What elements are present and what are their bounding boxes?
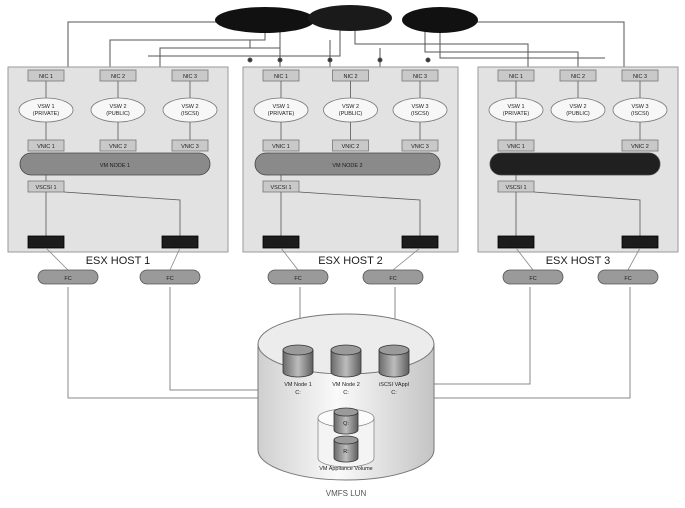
fc-label: FC	[529, 276, 536, 282]
vscsi-label: VSCSI 1	[35, 185, 56, 191]
nic-label: NIC 3	[633, 74, 647, 80]
disk-name: VM Node 2	[332, 382, 360, 388]
vswitch-type: (PUBLIC)	[339, 111, 363, 117]
network-oval-1	[215, 7, 315, 33]
fc-label: FC	[64, 276, 71, 282]
vswitch-ellipse	[163, 98, 217, 122]
host-name: ESX HOST 3	[546, 255, 611, 267]
hba-label: HBA 2	[412, 241, 428, 247]
hba-label: HBA 1	[273, 241, 289, 247]
vnic-label: VNIC 3	[181, 144, 199, 150]
vnic-label: VNIC 1	[272, 144, 290, 150]
nic-label: NIC 2	[571, 74, 585, 80]
nic-label: NIC 2	[343, 74, 357, 80]
vm-node-label: VM NODE 1	[100, 163, 130, 169]
hba-label: HBA 2	[632, 241, 648, 247]
vnic-label: VNIC 1	[37, 144, 55, 150]
fc-label: FC	[294, 276, 301, 282]
vswitch-ellipse	[19, 98, 73, 122]
host-name: ESX HOST 1	[86, 255, 151, 267]
vswitch-name: VSW 2	[342, 104, 359, 110]
vswitch-ellipse	[91, 98, 145, 122]
disk-drive: C:	[343, 390, 349, 396]
vswitch-type: (PRIVATE)	[268, 111, 295, 117]
vm-node-label: VM NODE 2	[332, 163, 362, 169]
vm-node-bar	[490, 153, 660, 175]
fc-label: FC	[166, 276, 173, 282]
volume-disk-2: R:	[334, 436, 358, 462]
vswitch-name: VSW 1	[37, 104, 54, 110]
disk-name: iSCSI VAppl	[379, 382, 409, 388]
nic-label: NIC 3	[413, 74, 427, 80]
vnic-label: VNIC 1	[507, 144, 525, 150]
disk-drive: C:	[391, 390, 397, 396]
vswitch-ellipse	[393, 98, 447, 122]
nic-label: NIC 1	[274, 74, 288, 80]
network-oval-2	[308, 5, 392, 31]
vswitch-name: VSW 2	[569, 104, 586, 110]
lun-label: VMFS LUN	[326, 489, 367, 498]
vswitch-name: VSW 1	[272, 104, 289, 110]
hba-label: HBA 2	[172, 241, 188, 247]
vswitch-name: VSW 2	[109, 104, 126, 110]
vswitch-name: VSW 3	[411, 104, 428, 110]
vnic-label: VNIC 3	[411, 144, 429, 150]
vswitch-ellipse	[254, 98, 308, 122]
disk-drive: C:	[295, 390, 301, 396]
vswitch-type: (ISCSI)	[411, 111, 429, 117]
volume-disk-1: Q:	[334, 408, 358, 434]
nic-label: NIC 1	[39, 74, 53, 80]
fc-label: FC	[624, 276, 631, 282]
vswitch-type: (PRIVATE)	[33, 111, 60, 117]
vswitch-type: (PUBLIC)	[566, 111, 590, 117]
vswitch-name: VSW 1	[507, 104, 524, 110]
host-name: ESX HOST 2	[318, 255, 383, 267]
vswitch-type: (PUBLIC)	[106, 111, 130, 117]
disk-name: VM Node 1	[284, 382, 312, 388]
vswitch-ellipse	[324, 98, 378, 122]
vswitch-name: VSW 3	[631, 104, 648, 110]
vswitch-type: (ISCSI)	[631, 111, 649, 117]
volume-label: VM Appliance Volume	[319, 466, 373, 472]
vswitch-type: (ISCSI)	[181, 111, 199, 117]
vscsi-label: VSCSI 1	[270, 185, 291, 191]
hba-label: HBA 1	[38, 241, 54, 247]
vswitch-ellipse	[489, 98, 543, 122]
vswitch-name: VSW 2	[181, 104, 198, 110]
nic-label: NIC 3	[183, 74, 197, 80]
vscsi-label: VSCSI 1	[505, 185, 526, 191]
hba-label: HBA 1	[508, 241, 524, 247]
esx-host-2: NIC 1 NIC 2 NIC 3 VSW 1(PRIVATE) VSW 2(PUBLI…	[243, 67, 458, 284]
vnic-label: VNIC 2	[109, 144, 127, 150]
nic-label: NIC 2	[111, 74, 125, 80]
network-ovals	[215, 5, 478, 33]
fc-label: FC	[389, 276, 396, 282]
network-oval-3	[402, 7, 478, 33]
vswitch-ellipse	[551, 98, 605, 122]
volume-drive: Q:	[343, 421, 349, 427]
vswitch-ellipse	[613, 98, 667, 122]
vnic-label: VNIC 2	[342, 144, 360, 150]
nic-label: NIC 1	[509, 74, 523, 80]
vnic-label: VNIC 2	[631, 144, 649, 150]
esx-host-3: NIC 1 NIC 2 NIC 3 VSW 1(PRIVATE) VSW 2(PUBLI…	[478, 67, 678, 284]
vswitch-type: (PRIVATE)	[503, 111, 530, 117]
volume-drive: R:	[343, 449, 349, 455]
